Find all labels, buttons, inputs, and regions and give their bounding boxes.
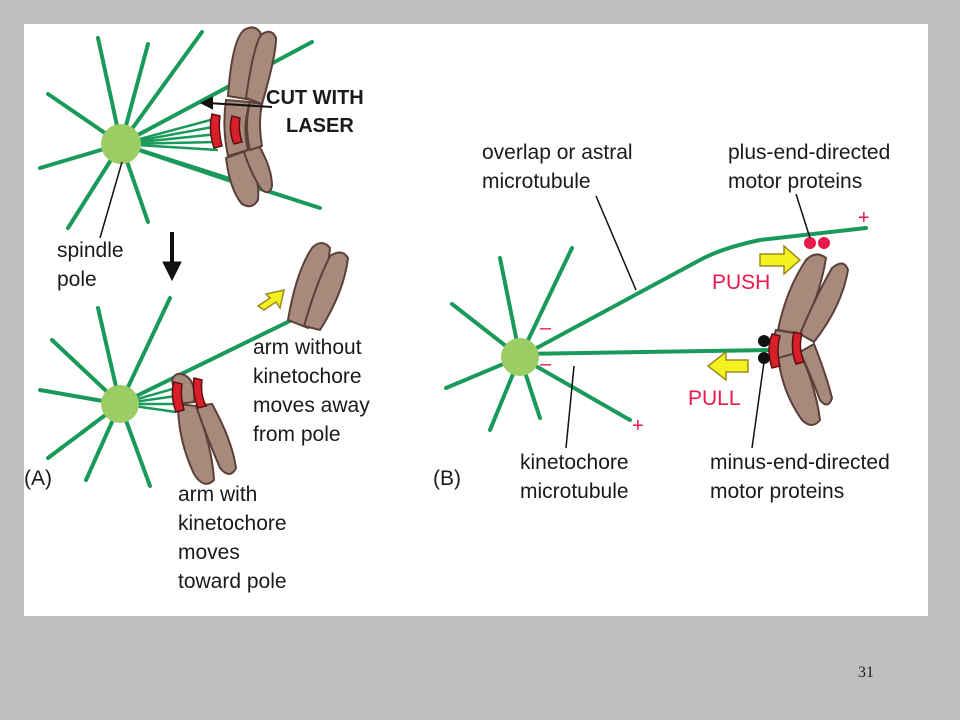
arm-with-line3: moves <box>178 541 240 564</box>
plus-sign-bottom: + <box>632 415 644 437</box>
arm-without-line1: arm without <box>253 336 362 359</box>
minus-motor-label-line1: minus-end-directed <box>710 451 890 474</box>
overlap-label-line1: overlap or astral <box>482 141 633 164</box>
cut-laser-arrow <box>199 96 273 110</box>
panel-a-letter: (A) <box>24 467 52 490</box>
kinetochore-bottom <box>171 377 208 413</box>
label-pointers <box>99 161 811 449</box>
minus-end-motor-proteins <box>758 335 770 364</box>
detached-arm <box>286 242 350 332</box>
mitosis-diagram <box>38 26 868 488</box>
kinetochore-b <box>768 331 806 369</box>
overlap-microtubule <box>518 226 868 359</box>
spindle-pole-b <box>501 338 539 376</box>
plus-motor-label-line2: motor proteins <box>728 170 863 193</box>
push-arrow-icon <box>759 244 802 276</box>
spindle-pole-bottom <box>101 385 139 423</box>
panel-b-letter: (B) <box>433 467 461 490</box>
arm-with-line2: kinetochore <box>178 512 287 535</box>
arm-without-line4: from pole <box>253 423 341 446</box>
arrow-away-icon <box>256 289 285 311</box>
panel-a-top-aster <box>38 30 322 230</box>
panel-a-bottom-aster <box>38 296 302 488</box>
pull-label: PULL <box>688 387 741 410</box>
arm-with-line1: arm with <box>178 483 258 506</box>
chromosome-top <box>223 26 278 208</box>
panel-b-aster <box>444 246 632 432</box>
kinetochore-microtubule <box>518 348 774 356</box>
push-label: PUSH <box>712 271 771 294</box>
slide-panel: CUT WITH LASER spindle pole arm without … <box>24 24 928 616</box>
plus-motor-label-line1: plus-end-directed <box>728 141 891 164</box>
kinetochore-mt-label-line2: microtubule <box>520 480 629 503</box>
spindle-pole-top <box>101 124 141 164</box>
kinetochore-top <box>209 113 243 149</box>
arm-without-line3: moves away <box>253 394 370 417</box>
plus-end-motor-proteins <box>804 237 830 249</box>
minus-motor-label-line2: motor proteins <box>710 480 845 503</box>
chromosome-b <box>772 253 850 426</box>
minus-sign-upper: – <box>540 317 552 339</box>
minus-sign-lower: – <box>540 353 552 375</box>
cut-label-line1: CUT WITH <box>266 87 364 109</box>
overlap-label-line2: microtubule <box>482 170 591 193</box>
chromosome-bottom <box>170 372 238 485</box>
page-number: 31 <box>858 664 874 681</box>
spindle-pole-label-line1: spindle <box>57 239 124 262</box>
arm-without-line2: kinetochore <box>253 365 362 388</box>
down-arrow <box>162 232 182 282</box>
cut-label-line2: LASER <box>286 115 354 137</box>
plus-sign-top: + <box>858 207 870 229</box>
arm-with-line4: toward pole <box>178 570 287 593</box>
kinetochore-mt-label-line1: kinetochore <box>520 451 629 474</box>
spindle-pole-label-line2: pole <box>57 268 97 291</box>
pull-arrow-icon <box>706 350 749 382</box>
